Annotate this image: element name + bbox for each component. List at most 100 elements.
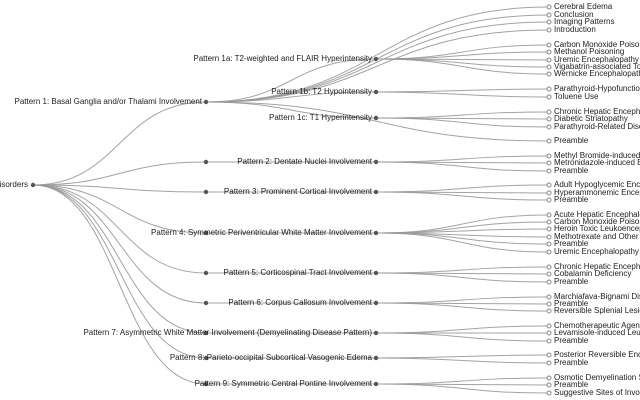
- pattern-label[interactable]: Pattern 1: Basal Ganglia and/or Thalami …: [14, 97, 202, 106]
- leaf-label[interactable]: Methotrexate and Other Chemotherapy: [554, 232, 640, 241]
- leaf-label[interactable]: Parathyroid-Related Disorders: [554, 122, 640, 131]
- leaf-node[interactable]: [546, 352, 552, 358]
- leaf-label[interactable]: Uremic Encephalopathy: [554, 247, 639, 256]
- leaf-label[interactable]: Heroin Toxic Leukoencephalopathy: [554, 224, 640, 233]
- pattern-node[interactable]: [373, 300, 379, 306]
- leaf-label[interactable]: Preamble: [554, 358, 589, 367]
- leaf-node[interactable]: [546, 375, 552, 381]
- leaf-label[interactable]: Toluene Use: [554, 92, 599, 101]
- leaf-node[interactable]: [546, 138, 552, 144]
- leaf-label[interactable]: Diabetic Striatopathy: [554, 114, 628, 123]
- leaf-label[interactable]: Parathyroid-Hypofunction Disorders: [554, 84, 640, 93]
- leaf-node[interactable]: [546, 264, 552, 270]
- leaf-label[interactable]: Chemotherapeutic Agents: [554, 321, 640, 330]
- leaf-label[interactable]: Carbon Monoxide Poisoning: [554, 40, 640, 49]
- leaf-label[interactable]: Preamble: [554, 380, 589, 389]
- leaf-node[interactable]: [546, 42, 552, 48]
- subpattern-label[interactable]: Pattern 1b: T2 Hypointensity: [271, 87, 372, 96]
- leaf-node[interactable]: [546, 49, 552, 55]
- leaf-node[interactable]: [546, 94, 552, 100]
- leaf-node[interactable]: [546, 323, 552, 329]
- leaf-label[interactable]: Conclusion: [554, 10, 594, 19]
- pattern-node[interactable]: [203, 99, 209, 105]
- leaf-node[interactable]: [546, 109, 552, 115]
- leaf-node[interactable]: [546, 279, 552, 285]
- leaf-node[interactable]: [546, 330, 552, 336]
- leaf-node[interactable]: [546, 241, 552, 247]
- leaf-node[interactable]: [546, 308, 552, 314]
- leaf-label[interactable]: Cerebral Edema: [554, 2, 613, 11]
- leaf-label[interactable]: Levamisole-induced Leukoencephalopathy: [554, 328, 640, 337]
- leaf-label[interactable]: Preamble: [554, 195, 589, 204]
- leaf-node[interactable]: [546, 57, 552, 63]
- pattern-node[interactable]: [203, 270, 209, 276]
- pattern-node[interactable]: [373, 355, 379, 361]
- leaf-node[interactable]: [546, 160, 552, 166]
- leaf-node[interactable]: [546, 219, 552, 225]
- leaf-node[interactable]: [546, 226, 552, 232]
- subpattern-label[interactable]: Pattern 1a: T2-weighted and FLAIR Hyperi…: [193, 54, 372, 63]
- pattern-node[interactable]: [203, 330, 209, 336]
- leaf-node[interactable]: [546, 212, 552, 218]
- root-label[interactable]: Disorders: [0, 180, 28, 189]
- leaf-label[interactable]: Hyperammonemic Encephalopathy: [554, 188, 640, 197]
- leaf-node[interactable]: [546, 86, 552, 92]
- pattern-label[interactable]: Pattern 6: Corpus Callosum Involvement: [228, 298, 372, 307]
- leaf-node[interactable]: [546, 27, 552, 33]
- root-node[interactable]: [30, 182, 36, 188]
- leaf-node[interactable]: [546, 234, 552, 240]
- leaf-node[interactable]: [546, 360, 552, 366]
- leaf-node[interactable]: [546, 71, 552, 77]
- pattern-node[interactable]: [203, 230, 209, 236]
- leaf-label[interactable]: Chronic Hepatic Encephalopathy: [554, 262, 640, 271]
- leaf-label[interactable]: Chronic Hepatic Encephalopathy: [554, 107, 640, 116]
- leaf-label[interactable]: Preamble: [554, 299, 589, 308]
- leaf-node[interactable]: [546, 168, 552, 174]
- pattern-label[interactable]: Pattern 2: Dentate Nuclei Involvement: [237, 157, 373, 166]
- leaf-node[interactable]: [546, 271, 552, 277]
- leaf-node[interactable]: [546, 182, 552, 188]
- leaf-label[interactable]: Preamble: [554, 166, 589, 175]
- leaf-label[interactable]: Preamble: [554, 336, 589, 345]
- leaf-node[interactable]: [546, 19, 552, 25]
- leaf-node[interactable]: [546, 116, 552, 122]
- leaf-label[interactable]: Reversible Splenial Lesion: [554, 306, 640, 315]
- leaf-label[interactable]: Introduction: [554, 25, 596, 34]
- leaf-label[interactable]: Imaging Patterns: [554, 17, 614, 26]
- leaf-label[interactable]: Cobalamin Deficiency: [554, 269, 631, 278]
- pattern-node[interactable]: [373, 159, 379, 165]
- subpattern-label[interactable]: Pattern 1c: T1 Hyperintensity: [269, 113, 372, 122]
- pattern-node[interactable]: [203, 300, 209, 306]
- leaf-label[interactable]: Preamble: [554, 136, 589, 145]
- leaf-label[interactable]: Acute Hepatic Encephalopathy: [554, 210, 640, 219]
- leaf-node[interactable]: [546, 190, 552, 196]
- leaf-label[interactable]: Osmotic Demyelination Syndrome: [554, 373, 640, 382]
- leaf-node[interactable]: [546, 338, 552, 344]
- leaf-label[interactable]: Methanol Poisoning: [554, 47, 624, 56]
- leaf-label[interactable]: Vigabatrin-associated Toxicity: [554, 62, 640, 71]
- pattern-node[interactable]: [203, 159, 209, 165]
- subpattern-node[interactable]: [373, 56, 379, 62]
- leaf-label[interactable]: Wernicke Encephalopathy: [554, 69, 640, 78]
- leaf-node[interactable]: [546, 301, 552, 307]
- subpattern-node[interactable]: [373, 89, 379, 95]
- pattern-node[interactable]: [203, 355, 209, 361]
- pattern-label[interactable]: Pattern 8: Parieto-occipital Subcortical…: [170, 353, 373, 362]
- pattern-label[interactable]: Pattern 4: Symmetric Periventricular Whi…: [151, 228, 373, 237]
- pattern-label[interactable]: Pattern 9: Symmetric Central Pontine Inv…: [195, 379, 373, 388]
- leaf-label[interactable]: Preamble: [554, 239, 589, 248]
- pattern-label[interactable]: Pattern 3: Prominent Cortical Involvemen…: [224, 187, 373, 196]
- leaf-node[interactable]: [546, 153, 552, 159]
- leaf-node[interactable]: [546, 197, 552, 203]
- pattern-node[interactable]: [203, 381, 209, 387]
- leaf-label[interactable]: Metronidazole-induced Brain Injury: [554, 158, 640, 167]
- leaf-label[interactable]: Posterior Reversible Encephalopathy: [554, 350, 640, 359]
- pattern-node[interactable]: [373, 381, 379, 387]
- subpattern-node[interactable]: [373, 115, 379, 121]
- leaf-node[interactable]: [546, 390, 552, 396]
- leaf-label[interactable]: Carbon Monoxide Poisoning: [554, 217, 640, 226]
- leaf-label[interactable]: Uremic Encephalopathy: [554, 55, 639, 64]
- leaf-node[interactable]: [546, 124, 552, 130]
- leaf-node[interactable]: [546, 249, 552, 255]
- pattern-node[interactable]: [203, 189, 209, 195]
